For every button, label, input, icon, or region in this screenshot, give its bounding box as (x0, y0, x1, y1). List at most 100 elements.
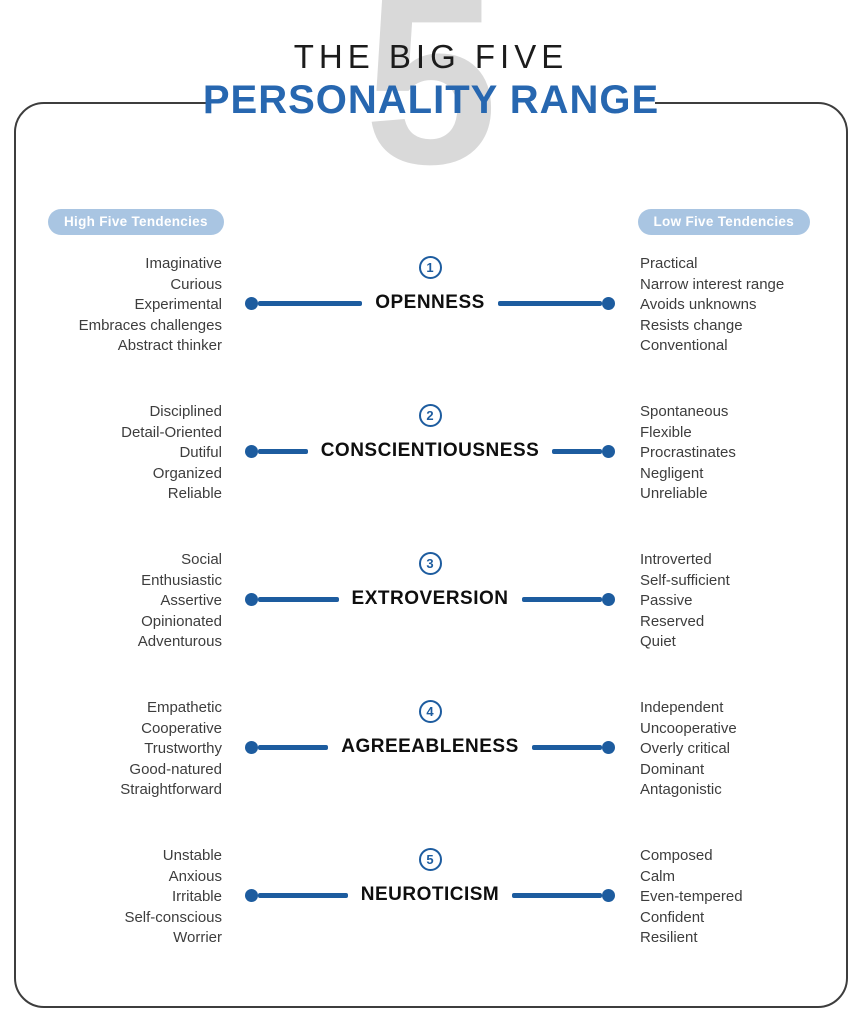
range-line-left (258, 448, 308, 454)
trait-number-badge: 3 (418, 552, 442, 575)
low-tendency-list: Composed Calm Even-tempered Confident Re… (640, 846, 846, 949)
low-tendency-item: Introverted (640, 551, 712, 568)
high-tendency-list: Social Enthusiastic Assertive Opinionate… (16, 550, 222, 653)
low-tendency-list: Introverted Self-sufficient Passive Rese… (640, 550, 846, 653)
title-line-1: THE BIG FIVE (293, 38, 569, 75)
trait-name: NEUROTICISM (360, 884, 500, 905)
page-title: THE BIG FIVE PERSONALITY RANGE (0, 37, 862, 123)
low-tendency-list: Independent Uncooperative Overly critica… (640, 698, 846, 801)
high-tendency-item: Imaginative (145, 255, 222, 272)
high-tendency-item: Irritable (171, 888, 222, 906)
high-tendency-list: Disciplined Detail-Oriented Dutiful Orga… (16, 402, 222, 505)
high-tendency-item: Trustworthy (144, 740, 222, 758)
range-dot-right (602, 740, 615, 754)
range-line-right (512, 892, 602, 898)
high-tendency-list: Imaginative Curious Experimental Embrace… (16, 254, 222, 357)
high-tendency-item: Curious (170, 275, 222, 293)
trait-center: 2 CONSCIENTIOUSNESS (222, 402, 640, 505)
low-tendency-item: Calm (640, 867, 676, 885)
range-dot-left (245, 296, 258, 310)
range-dot-right (602, 888, 615, 902)
low-tendency-item: Spontaneous (640, 403, 729, 420)
low-tendency-item: Procrastinates (640, 444, 736, 462)
trait-name: CONSCIENTIOUSNESS (320, 440, 540, 461)
low-five-tendencies-badge: Low Five Tendencies (637, 209, 810, 235)
trait-section-conscientiousness: Disciplined Detail-Oriented Dutiful Orga… (16, 402, 846, 505)
low-tendency-item: Even-tempered (640, 888, 743, 906)
high-tendency-item: Empathetic (146, 699, 222, 716)
low-tendency-item: Flexible (640, 423, 692, 441)
range-line-right (497, 300, 602, 306)
low-tendency-item: Composed (640, 847, 713, 864)
low-tendency-item: Narrow interest range (640, 275, 785, 293)
range-dot-left (245, 740, 258, 754)
range-dot-left (245, 444, 258, 458)
high-tendency-item: Adventurous (137, 633, 222, 651)
trait-range-line: OPENNESS (245, 292, 615, 314)
trait-range-line: EXTROVERSION (245, 588, 616, 610)
trait-center: 4 AGREEABLENESS (222, 698, 640, 801)
trait-name: AGREEABLENESS (341, 736, 519, 757)
low-tendency-list: Practical Narrow interest range Avoids u… (640, 254, 846, 357)
title-line-2: PERSONALITY RANGE (202, 78, 660, 122)
low-tendency-item: Resists change (640, 316, 743, 334)
high-tendency-item: Good-natured (129, 760, 222, 778)
low-tendency-item: Self-sufficient (640, 571, 730, 589)
high-tendency-item: Experimental (134, 296, 222, 314)
trait-number-badge: 5 (418, 848, 442, 871)
trait-sections: Imaginative Curious Experimental Embrace… (16, 254, 846, 949)
low-tendency-item: Practical (640, 255, 698, 272)
high-tendency-item: Straightforward (120, 781, 222, 799)
range-line-left (258, 596, 339, 602)
low-tendency-item: Passive (640, 592, 693, 610)
range-line-right (521, 596, 603, 602)
high-tendency-item: Enthusiastic (141, 571, 222, 589)
low-tendency-item: Conventional (640, 337, 728, 355)
trait-section-extroversion: Social Enthusiastic Assertive Opinionate… (16, 550, 846, 653)
low-tendency-item: Independent (640, 699, 724, 716)
trait-center: 5 NEUROTICISM (222, 846, 640, 949)
high-tendency-list: Unstable Anxious Irritable Self-consciou… (16, 846, 222, 949)
low-tendency-item: Quiet (640, 633, 676, 651)
high-tendency-item: Detail-Oriented (121, 423, 222, 441)
range-line-right (531, 744, 602, 750)
trait-section-agreeableness: Empathetic Cooperative Trustworthy Good-… (16, 698, 846, 801)
range-dot-left (245, 592, 258, 606)
range-line-right (552, 448, 602, 454)
trait-section-neuroticism: Unstable Anxious Irritable Self-consciou… (16, 846, 846, 949)
low-tendency-list: Spontaneous Flexible Procrastinates Negl… (640, 402, 846, 505)
trait-name: OPENNESS (375, 292, 485, 313)
high-tendency-item: Worrier (173, 929, 222, 947)
low-tendency-item: Negligent (640, 464, 704, 482)
tendency-badges-row: High Five Tendencies Low Five Tendencies (16, 104, 846, 235)
trait-center: 3 EXTROVERSION (222, 550, 640, 653)
low-tendency-item: Uncooperative (640, 719, 737, 737)
low-tendency-item: Overly critical (640, 740, 731, 758)
trait-number-badge: 4 (418, 700, 442, 723)
high-tendency-item: Opinionated (141, 612, 222, 630)
high-tendency-item: Disciplined (149, 403, 222, 420)
high-tendency-item: Reliable (167, 485, 222, 503)
trait-range-line: AGREEABLENESS (245, 736, 615, 758)
low-tendency-item: Reserved (640, 612, 705, 630)
high-tendency-item: Anxious (168, 867, 222, 885)
low-tendency-item: Dominant (640, 760, 705, 778)
range-dot-right (602, 592, 616, 606)
title-mask (207, 80, 655, 124)
low-tendency-item: Confident (640, 908, 705, 926)
range-line-left (258, 744, 329, 750)
high-tendency-item: Organized (152, 464, 222, 482)
low-tendency-item: Antagonistic (640, 781, 722, 799)
trait-section-openness: Imaginative Curious Experimental Embrace… (16, 254, 846, 357)
range-dot-right (602, 296, 615, 310)
high-tendency-item: Assertive (160, 592, 222, 610)
low-tendency-item: Unreliable (640, 485, 708, 503)
trait-center: 1 OPENNESS (222, 254, 640, 357)
outer-frame: High Five Tendencies Low Five Tendencies… (14, 102, 848, 1008)
high-tendency-item: Abstract thinker (117, 337, 222, 355)
range-line-left (258, 300, 363, 306)
range-dot-right (602, 444, 615, 458)
low-tendency-item: Resilient (640, 929, 698, 947)
high-tendency-item: Unstable (162, 847, 222, 864)
